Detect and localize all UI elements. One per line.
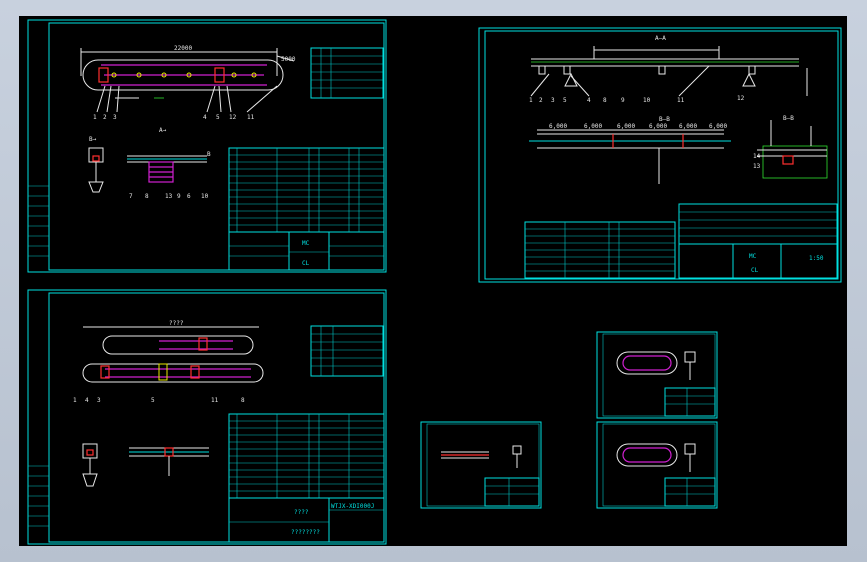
- callout-s1-3: 3: [113, 114, 117, 121]
- callout-s2-9: 11: [677, 97, 685, 104]
- thumb-sheet-3[interactable]: [596, 421, 718, 509]
- sheet-2-beam: [531, 46, 808, 96]
- callout-s3-5: 11: [211, 397, 219, 404]
- view-b-label: B→: [89, 136, 97, 143]
- sheet-3-sub-title: ????????: [291, 529, 320, 536]
- sheet-2-dim-4: 6,000: [649, 123, 667, 130]
- sheet-3-parts-list: WTJX-XDI000J ???? ????????: [228, 413, 385, 543]
- sheet-2-title-name: CL: [751, 267, 759, 274]
- sheet-2-parts-list: MC CL 1:50: [524, 203, 838, 279]
- callout-s3-2: 4: [85, 397, 89, 404]
- sheet-3-side-strip: [28, 465, 49, 527]
- callout-s1-12: 9: [177, 193, 181, 200]
- sheet-1[interactable]: 22000 5000: [27, 19, 387, 273]
- callout-s2-5: 4: [587, 97, 591, 104]
- sheet-2-title-code: MC: [749, 253, 757, 260]
- callout-s3-1: 1: [73, 397, 77, 404]
- sheet-2-scale: 1:50: [809, 255, 824, 262]
- sheet-3-rail-loop: ????: [82, 320, 264, 383]
- callout-s2-3: 3: [551, 97, 555, 104]
- callout-s2-7: 9: [621, 97, 625, 104]
- sheet-1-dim-top: 22000: [174, 45, 192, 52]
- sheet-3-view-a: [129, 447, 209, 476]
- callout-s3-4: 5: [151, 397, 155, 404]
- sheet-3-view-b: [82, 443, 98, 487]
- sheet-3-dim-top: ????: [169, 320, 184, 327]
- callout-s1-1: 1: [93, 114, 97, 121]
- sheet-3-drawing-no: WTJX-XDI000J: [331, 503, 374, 510]
- callout-s2-2: 2: [539, 97, 543, 104]
- drawing-svg: 22000 5000: [27, 19, 842, 545]
- sheet-1-view-a: A→ B 7 8 13 9 6 10: [127, 127, 211, 200]
- callout-s2-8: 10: [643, 97, 651, 104]
- callout-s1-13: 6: [187, 193, 191, 200]
- callout-s2-1: 1: [529, 97, 533, 104]
- sheet-2-dim-3: 6,000: [617, 123, 635, 130]
- callout-s3-6: 8: [241, 397, 245, 404]
- callout-s1-9: 7: [129, 193, 133, 200]
- sheet-2-callouts-top: 1 2 3 5 4 8 9 10 11 12: [529, 65, 745, 104]
- callout-s1-4: 4: [203, 114, 207, 121]
- sheet-1-dimension: 22000 5000: [80, 45, 296, 76]
- sheet-2-dim-1: 6,000: [549, 123, 567, 130]
- callout-s2-10: 12: [737, 95, 745, 102]
- callout-s1-6: 12: [229, 114, 237, 121]
- sheet-2-dim-5: 6,000: [679, 123, 697, 130]
- callout-s2-6: 8: [603, 97, 607, 104]
- sheet-2-plan-view: B—B 6,000 6,000 6,000 6,000 6,000 6,000: [529, 116, 731, 184]
- sheet-1-revision-table: [310, 47, 384, 99]
- callout-s3-3: 3: [97, 397, 101, 404]
- sheet-3-callouts: 1 4 3 5 11 8: [73, 397, 245, 404]
- sheet-2-section-b: B—B 14 13: [753, 115, 828, 179]
- sheet-3-title-name: ????: [294, 509, 309, 516]
- sheet-1-view-b: B→: [88, 136, 104, 193]
- sheet-2-dim-6: 6,000: [709, 123, 727, 130]
- drawing-canvas[interactable]: 22000 5000: [19, 16, 847, 546]
- callout-s2-4: 5: [563, 97, 567, 104]
- sheet-3[interactable]: ???? 1 4 3 5 11: [27, 289, 387, 545]
- view-a-label: A→: [159, 127, 167, 134]
- sheet-2-view-b: B—B: [783, 115, 794, 122]
- sheet-1-side-strip: [28, 185, 49, 257]
- callout-s1-11: 13: [165, 193, 173, 200]
- callout-s2-13: 13: [753, 163, 761, 170]
- callout-s1-14: 10: [201, 193, 209, 200]
- thumb-sheet-2[interactable]: [420, 421, 542, 509]
- section-b: B: [207, 151, 211, 158]
- sheet-1-title-code: MC: [302, 240, 310, 247]
- sheet-3-revision-table: [310, 325, 384, 377]
- sheet-1-callouts: 1 2 3 4 5 12 11: [93, 85, 278, 121]
- thumb-sheet-1[interactable]: [596, 331, 718, 419]
- sheet-1-title-name: CL: [302, 260, 310, 267]
- callout-s2-14: 14: [753, 153, 761, 160]
- sheet-1-rail-loop: [82, 59, 284, 99]
- sheet-2-title: A—A: [655, 35, 666, 42]
- sheet-2[interactable]: A—A 1 2: [478, 27, 842, 283]
- callout-s1-10: 8: [145, 193, 149, 200]
- callout-s1-2: 2: [103, 114, 107, 121]
- callout-s1-7: 11: [247, 114, 255, 121]
- callout-s1-5: 5: [216, 114, 220, 121]
- sheet-2-dim-2: 6,000: [584, 123, 602, 130]
- sheet-1-parts-list: MC CL: [228, 147, 385, 271]
- sheet-2-plan-label: B—B: [659, 116, 670, 123]
